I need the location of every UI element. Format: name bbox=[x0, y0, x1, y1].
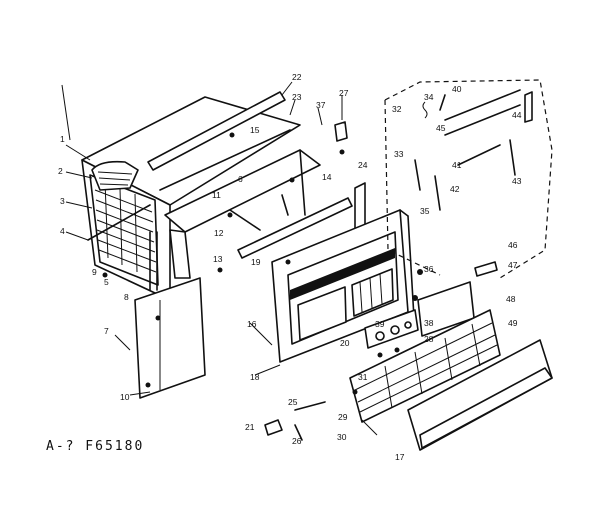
label-27: 27 bbox=[339, 88, 349, 98]
label-19: 19 bbox=[251, 257, 261, 267]
label-10: 10 bbox=[120, 392, 130, 402]
label-45: 45 bbox=[436, 123, 446, 133]
label-5: 5 bbox=[104, 277, 109, 287]
part-labels: 1 2 3 4 5 6 7 8 9 10 11 12 13 14 15 16 1… bbox=[58, 72, 522, 462]
control-panel bbox=[364, 309, 419, 358]
label-8: 8 bbox=[124, 292, 129, 302]
label-15: 15 bbox=[250, 125, 260, 135]
label-2: 2 bbox=[58, 166, 63, 176]
side-panel bbox=[134, 277, 206, 399]
label-46: 46 bbox=[508, 240, 518, 250]
label-11: 11 bbox=[212, 190, 221, 200]
label-23: 23 bbox=[292, 92, 302, 102]
label-38: 38 bbox=[424, 318, 434, 328]
label-28: 28 bbox=[424, 334, 434, 344]
label-41: 41 bbox=[452, 160, 462, 170]
lower-rail bbox=[237, 197, 353, 259]
label-20: 20 bbox=[340, 338, 350, 348]
label-14: 14 bbox=[322, 172, 332, 182]
mounting-frame bbox=[159, 129, 321, 279]
label-1: 1 bbox=[60, 134, 65, 144]
label-39: 39 bbox=[375, 319, 385, 329]
label-44: 44 bbox=[512, 110, 522, 120]
front-grille bbox=[349, 309, 501, 423]
label-29: 29 bbox=[338, 412, 348, 422]
label-24: 24 bbox=[358, 160, 368, 170]
hardware-group bbox=[384, 79, 553, 279]
cabinet-housing bbox=[81, 96, 301, 301]
label-9: 9 bbox=[92, 267, 97, 277]
label-7: 7 bbox=[104, 326, 109, 336]
label-4: 4 bbox=[60, 226, 65, 236]
bottom-trim bbox=[407, 339, 553, 451]
label-25: 25 bbox=[288, 397, 298, 407]
label-12: 12 bbox=[214, 228, 224, 238]
label-42: 42 bbox=[450, 184, 460, 194]
label-3: 3 bbox=[60, 196, 65, 206]
leader-lines bbox=[61, 81, 343, 396]
label-13: 13 bbox=[213, 254, 223, 264]
label-33: 33 bbox=[394, 149, 404, 159]
fasteners bbox=[102, 121, 423, 441]
top-rail bbox=[147, 91, 286, 171]
label-32: 32 bbox=[392, 104, 402, 114]
label-22: 22 bbox=[292, 72, 302, 82]
label-17: 17 bbox=[395, 452, 405, 462]
label-48: 48 bbox=[506, 294, 516, 304]
label-30: 30 bbox=[337, 432, 347, 442]
label-26: 26 bbox=[292, 436, 302, 446]
label-31: 31 bbox=[358, 372, 368, 382]
label-6: 6 bbox=[238, 174, 243, 184]
label-36: 36 bbox=[424, 264, 434, 274]
label-43: 43 bbox=[512, 176, 522, 186]
label-37: 37 bbox=[316, 100, 326, 110]
label-21: 21 bbox=[245, 422, 255, 432]
label-47: 47 bbox=[508, 260, 518, 270]
label-35: 35 bbox=[420, 206, 430, 216]
diagram-caption: A-? F65180 bbox=[46, 439, 144, 454]
label-34: 34 bbox=[424, 92, 434, 102]
label-40: 40 bbox=[452, 84, 462, 94]
label-18: 18 bbox=[250, 372, 260, 382]
label-16: 16 bbox=[247, 319, 257, 329]
label-49: 49 bbox=[508, 318, 518, 328]
